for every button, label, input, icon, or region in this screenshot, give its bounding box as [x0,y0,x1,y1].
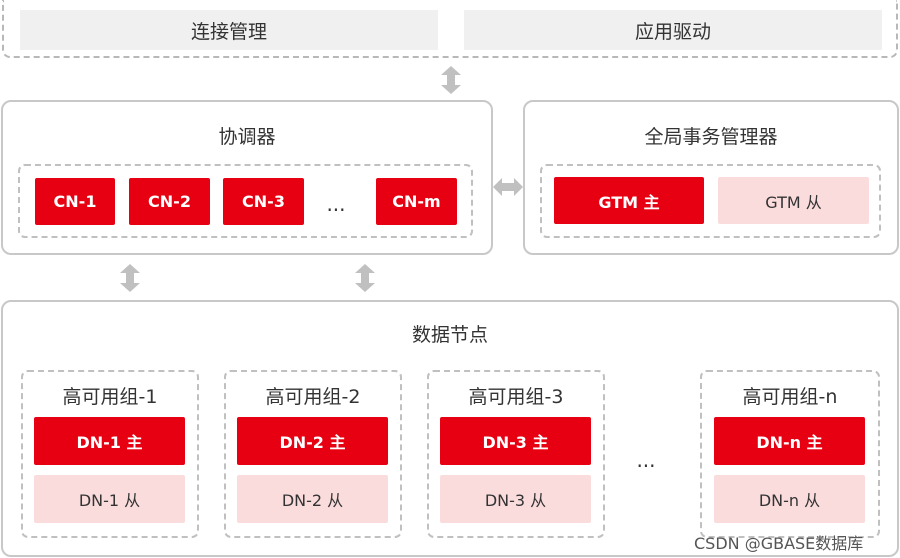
coordinator-node-label: CN-3 [242,192,285,211]
dn-secondary-label: DN-1 从 [78,491,141,510]
dn-primary-label: DN-n 主 [756,433,823,452]
dn-secondary-label: DN-n 从 [758,491,821,510]
connection-management-block: 连接管理 [20,10,438,50]
gtm-primary-node: GTM 主 [554,177,704,224]
dn-secondary-node: DN-n 从 [714,475,865,523]
coordinator-node: CN-1 [35,178,115,225]
vertical-double-arrow-icon [119,264,141,292]
dn-secondary-label: DN-3 从 [484,491,547,510]
ha-group-title: 高可用组-1 [62,386,158,408]
coordinator-title: 协调器 [218,126,276,148]
dn-secondary-node: DN-1 从 [34,475,185,523]
dn-primary-label: DN-3 主 [482,433,549,452]
ha-group-title: 高可用组-2 [265,386,361,408]
ha-group-title: 高可用组-3 [468,386,564,408]
coordinator-node-label: CN-m [392,192,441,211]
coordinator-node: CN-m [376,178,457,225]
gtm-title: 全局事务管理器 [644,126,778,148]
coordinator-node-label: CN-1 [53,192,97,211]
connection-management-label: 连接管理 [190,20,267,43]
application-driver-block: 应用驱动 [464,10,882,50]
application-driver-label: 应用驱动 [634,20,711,43]
gtm-primary-label: GTM 主 [598,192,660,212]
coordinator-node: CN-3 [223,178,304,225]
dn-primary-node: DN-3 主 [440,417,591,465]
gtm-secondary-node: GTM 从 [718,177,869,224]
gtm-secondary-label: GTM 从 [765,192,822,212]
dn-primary-label: DN-1 主 [76,433,143,452]
dn-primary-node: DN-n 主 [714,417,865,465]
dn-secondary-node: DN-2 从 [237,475,388,523]
horizontal-double-arrow-icon [493,177,523,197]
ha-group-title: 高可用组-n [742,386,838,408]
dn-primary-label: DN-2 主 [279,433,346,452]
dn-primary-node: DN-1 主 [34,417,185,465]
coordinator-ellipsis: ... [326,192,346,216]
dn-secondary-label: DN-2 从 [281,491,344,510]
vertical-double-arrow-icon [440,66,462,94]
dn-secondary-node: DN-3 从 [440,475,591,523]
datanodes-title: 数据节点 [411,324,488,346]
access-layer-group [2,0,898,58]
coordinator-node: CN-2 [129,178,210,225]
coordinator-node-label: CN-2 [148,192,191,211]
dn-primary-node: DN-2 主 [237,417,388,465]
datanodes-ellipsis: ... [636,448,656,472]
watermark-text: CSDN @GBASE数据库 [694,534,864,553]
vertical-double-arrow-icon [354,264,376,292]
